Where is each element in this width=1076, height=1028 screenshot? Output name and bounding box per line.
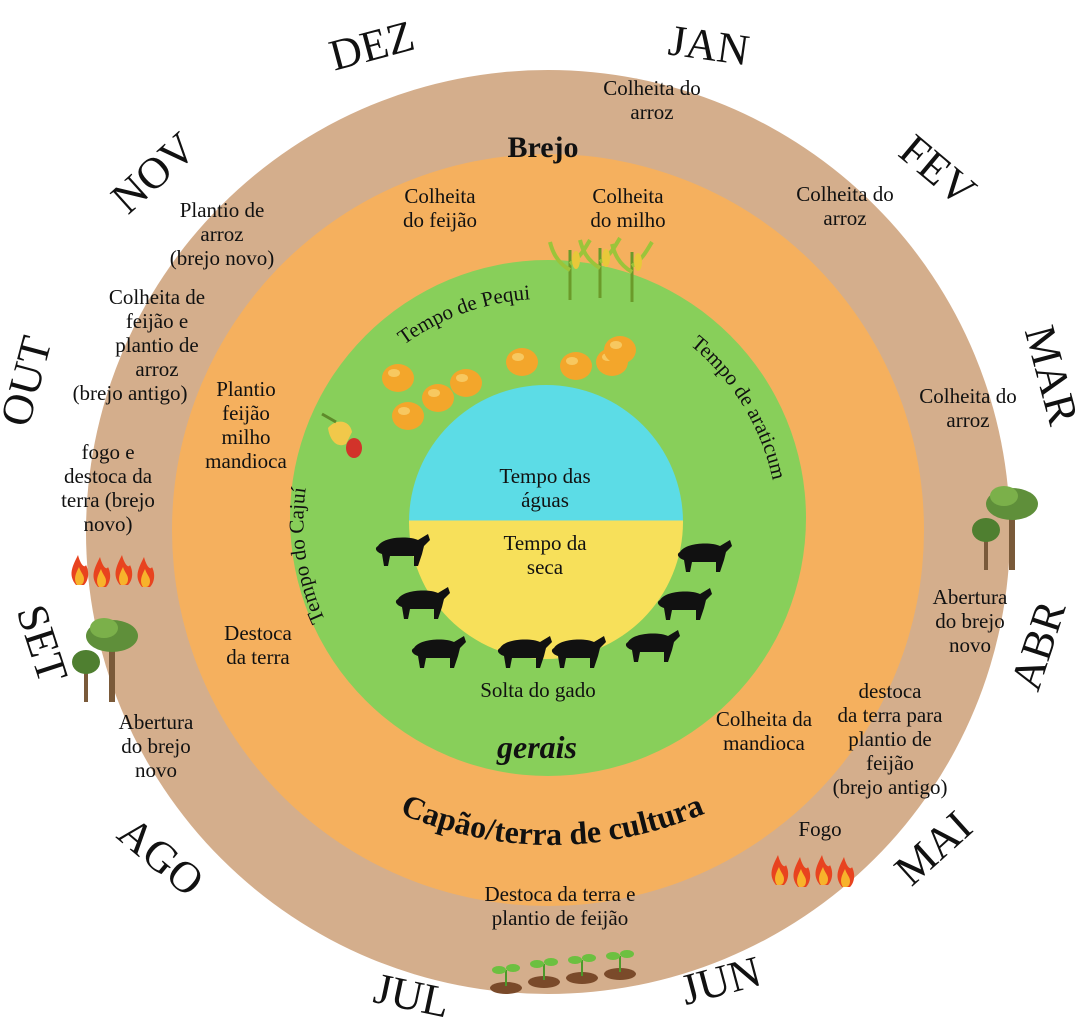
text-line: milho	[221, 425, 270, 449]
text-line: Colheita do	[796, 182, 893, 206]
text-line: fogo e	[81, 440, 134, 464]
month-abr: ABR	[1001, 594, 1076, 696]
text-line: destoca	[859, 679, 923, 703]
text-line: destoca da	[64, 464, 153, 488]
text-line: do feijão	[403, 208, 477, 232]
text-line: terra (brejo	[61, 488, 155, 512]
text-line: feijão	[866, 751, 914, 775]
text-line: Tempo das	[499, 464, 590, 488]
text-line: mandioca	[205, 449, 287, 473]
zone-brejo-title: Brejo	[507, 131, 578, 164]
text-line: plantio de	[848, 727, 931, 751]
text-line: da terra	[226, 645, 290, 669]
text-line: Colheita	[592, 184, 664, 208]
text-line: novo)	[84, 512, 133, 536]
month-mar: MAR	[1015, 320, 1076, 430]
text-line: seca	[527, 555, 564, 579]
text-line: do brejo	[121, 734, 190, 758]
text-line: Colheita	[404, 184, 476, 208]
text-line: Colheita de	[109, 285, 205, 309]
text-line: plantio de feijão	[492, 906, 628, 930]
text-line: Colheita da	[716, 707, 813, 731]
text-line: arroz	[630, 100, 673, 124]
text-line: (brejo novo)	[170, 246, 274, 270]
middle-milho-label: Colheita do milho	[590, 184, 665, 232]
text-line: Plantio	[216, 377, 276, 401]
text-line: feijão	[222, 401, 270, 425]
text-line: Plantio de	[180, 198, 265, 222]
text-line: da terra para	[838, 703, 944, 727]
month-fev: FEV	[890, 125, 985, 216]
text-line: arroz	[823, 206, 866, 230]
zone-gerais-title: gerais	[496, 729, 577, 765]
text-line: (brejo antigo)	[833, 775, 948, 799]
text-line: Destoca da terra e	[485, 882, 636, 906]
text-line: Colheita do	[919, 384, 1016, 408]
text-line: arroz	[135, 357, 178, 381]
month-jan: JAN	[666, 16, 753, 76]
text-line: mandioca	[723, 731, 805, 755]
text-line: Abertura	[933, 585, 1008, 609]
text-line: (brejo antigo)	[73, 381, 188, 405]
outer-out-colheita-label: Colheita de feijão e plantio de arroz (b…	[73, 285, 206, 405]
text-line: do milho	[590, 208, 665, 232]
text-line: feijão e	[126, 309, 188, 333]
text-line: águas	[521, 488, 569, 512]
text-line: arroz	[200, 222, 243, 246]
month-dez: DEZ	[324, 11, 419, 80]
middle-feijao-label: Colheita do feijão	[403, 184, 477, 232]
text-line: novo	[949, 633, 991, 657]
month-out: OUT	[0, 331, 61, 431]
text-line: Destoca	[224, 621, 292, 645]
text-line: Tempo da	[503, 531, 587, 555]
month-set: SET	[7, 599, 78, 689]
middle-destoca-label: Destoca da terra	[224, 621, 292, 669]
middle-mandioca-label: Colheita da mandioca	[716, 707, 813, 755]
outer-mai-fogo-label: Fogo	[798, 817, 841, 841]
inner-solta-label: Solta do gado	[480, 678, 596, 702]
outer-jun-label: Destoca da terra e plantio de feijão	[485, 882, 636, 930]
text-line: Colheita do	[603, 76, 700, 100]
text-line: Abertura	[119, 710, 194, 734]
text-line: arroz	[946, 408, 989, 432]
text-line: plantio de	[115, 333, 198, 357]
text-line: do brejo	[935, 609, 1004, 633]
text-line: novo	[135, 758, 177, 782]
